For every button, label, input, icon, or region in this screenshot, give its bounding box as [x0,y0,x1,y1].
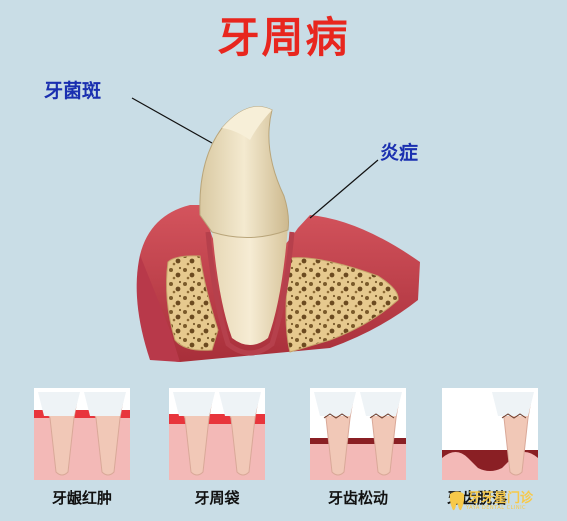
right-bone [285,257,399,353]
inflammation-pointer-line [309,159,379,219]
tooth-root [212,226,288,345]
ligament-outline [205,231,295,356]
stage-panel-periodontal-pocket [169,388,265,480]
stage-label-tooth-loosening: 牙齿松动 [327,489,388,507]
page-title: 牙周病 [217,13,350,62]
watermark-sub: YAYA DENTAL CLINIC [466,504,527,511]
tooth-logo-icon [449,491,465,511]
tooth-crown [199,106,289,239]
stage-panel-tooth-loss [442,388,538,480]
left-bone [166,255,219,351]
watermark-name: 牙牙星门诊 [468,490,534,506]
stage-panel-tooth-loosening [310,388,406,480]
stage-label-periodontal-pocket: 牙周袋 [194,489,240,507]
stage-panel-gingivitis [34,388,130,480]
inflammation-label: 炎症 [380,142,419,164]
plaque-pointer-line [131,97,213,144]
stage-label-gingivitis: 牙龈红肿 [51,489,112,507]
clinic-watermark: 牙牙星门诊 YAYA DENTAL CLINIC [448,486,564,516]
plaque-label: 牙菌斑 [44,80,102,102]
